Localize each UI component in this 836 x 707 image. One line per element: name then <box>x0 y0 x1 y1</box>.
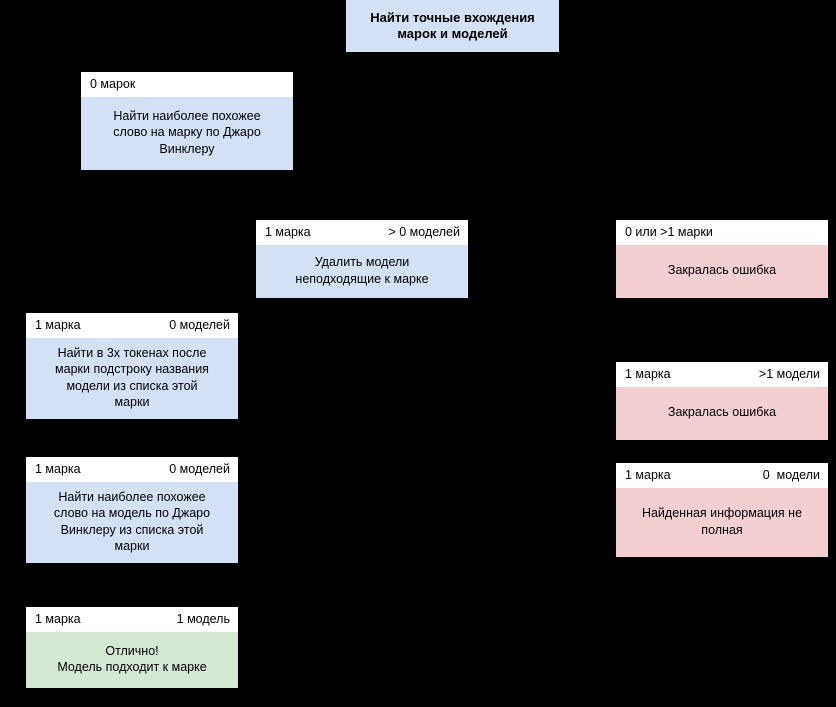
node-header-left: 1 марка <box>35 318 81 332</box>
node-body: Закралась ошибка <box>616 245 828 298</box>
node-header-left: 0 или >1 марки <box>625 225 713 239</box>
node-header: 1 марка >1 модели <box>616 362 828 387</box>
diagram-title-box: Найти точные вхождения марок и моделей <box>346 0 559 52</box>
node-header-left: 1 марка <box>625 468 671 482</box>
node-header: 1 марка 1 модель <box>26 607 238 632</box>
node-header-left: 1 марка <box>35 612 81 626</box>
node-body: Найти наиболее похожее слово на модель п… <box>26 482 238 563</box>
node-header-left: 1 марка <box>35 462 81 476</box>
node-header: 1 марка 0 моделей <box>26 313 238 338</box>
node-body: Найти наиболее похожее слово на марку по… <box>81 97 293 170</box>
node-body: Отлично! Модель подходит к марке <box>26 632 238 688</box>
node-header: 1 марка 0 модели <box>616 463 828 488</box>
node-header-right: 1 модель <box>176 612 230 626</box>
node-header-left: 0 марок <box>90 77 136 91</box>
node-header: 1 марка > 0 моделей <box>256 220 468 245</box>
node-body: Найденная информация не полная <box>616 488 828 557</box>
node-header-right: 0 моделей <box>169 318 230 332</box>
node-header-right: 0 моделей <box>169 462 230 476</box>
node-header-right: 0 модели <box>762 468 820 482</box>
node-header: 1 марка 0 моделей <box>26 457 238 482</box>
node-body: Удалить модели неподходящие к марке <box>256 245 468 298</box>
node-header-right: >1 модели <box>758 367 820 381</box>
node-body: Найти в 3х токенах после марки подстроку… <box>26 338 238 419</box>
node-header: 0 или >1 марки <box>616 220 828 245</box>
node-header-right: > 0 моделей <box>388 225 460 239</box>
node-header-left: 1 марка <box>625 367 671 381</box>
node-header-left: 1 марка <box>265 225 311 239</box>
node-body: Закралась ошибка <box>616 387 828 440</box>
diagram-title-text: Найти точные вхождения марок и моделей <box>370 10 535 41</box>
node-header: 0 марок <box>81 72 293 97</box>
